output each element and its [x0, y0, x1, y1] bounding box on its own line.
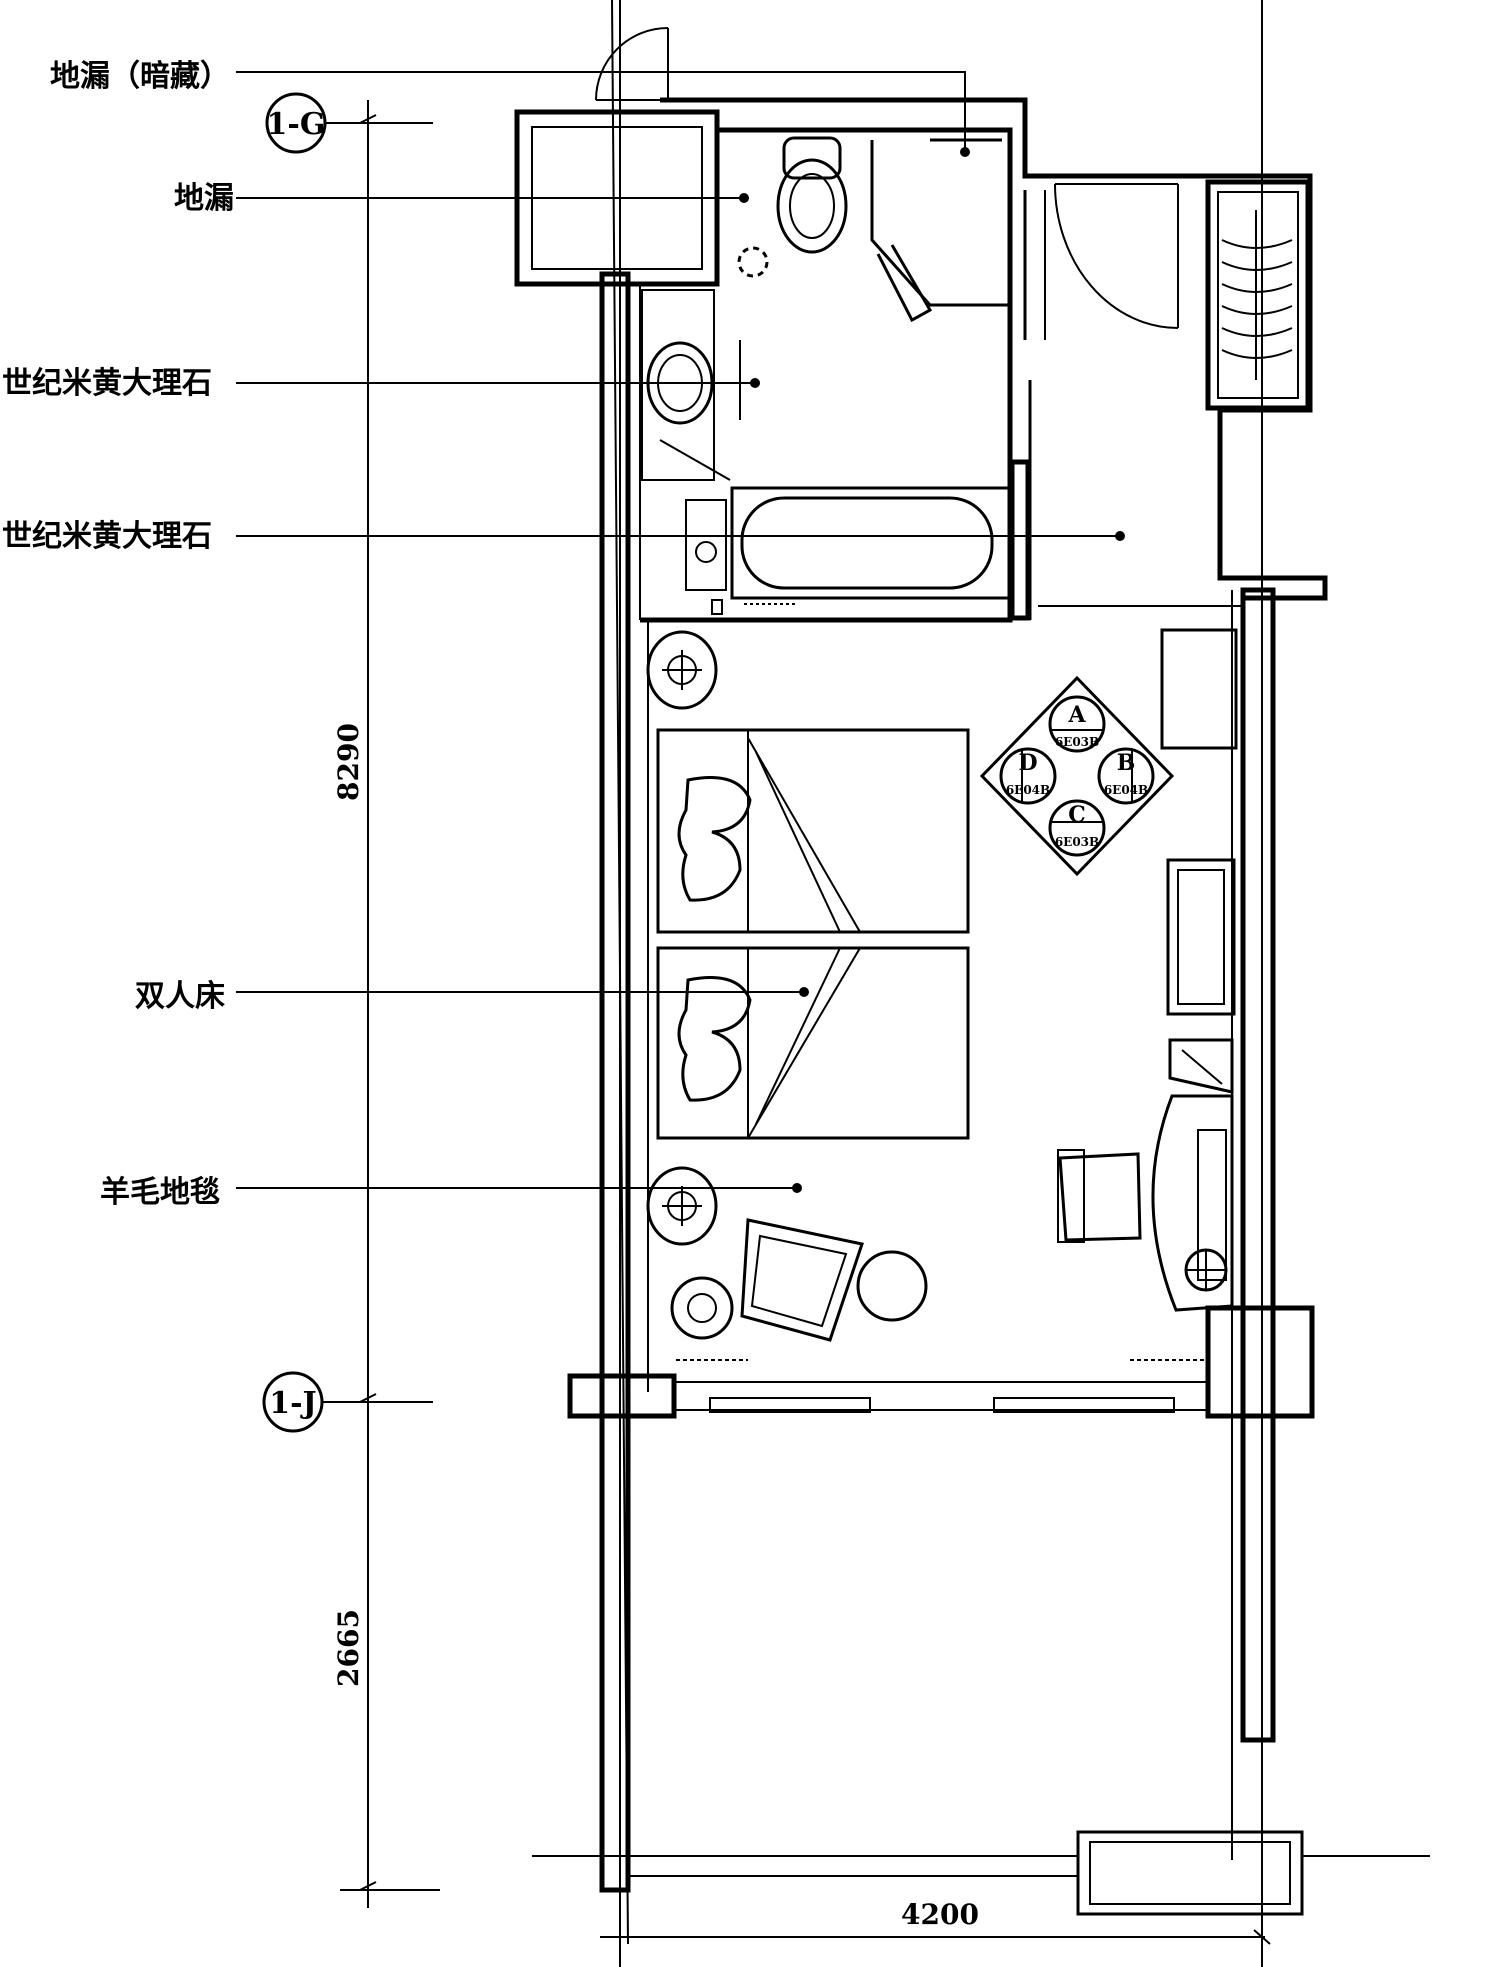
- label-marble-1: 世纪米黄大理石: [2, 366, 212, 401]
- structural-columns: [567, 1305, 1315, 1419]
- writing-desk: [1151, 1094, 1234, 1312]
- elevation-letter-b: B: [1117, 750, 1136, 776]
- toilet: [776, 136, 848, 254]
- balcony: [532, 1830, 1430, 1916]
- elevation-code-b: 6E04B: [1104, 783, 1148, 797]
- label-double-bed: 双人床: [135, 979, 225, 1014]
- elevation-letter-d: D: [1018, 750, 1037, 776]
- double-bed-lower: [656, 946, 970, 1140]
- elevation-code-a: 6E03B: [1055, 735, 1099, 749]
- tv-cabinet: [1166, 858, 1236, 1016]
- axis-marker-1-g: 1-G: [265, 92, 433, 154]
- nightstand-lamp-bottom: [646, 1166, 718, 1246]
- side-table: [856, 1250, 928, 1322]
- armchair-lounge: [740, 1218, 864, 1342]
- dimension-room-width: 4200: [901, 1898, 979, 1931]
- elevation-index-tag: A 6E03B B 6E04B C 6E03B D 6E04B: [979, 675, 1175, 877]
- axis-label-top: 1-G: [267, 107, 326, 142]
- dimension-lower-length: 2665: [332, 1609, 365, 1687]
- elevation-code-d: 6E04B: [1006, 783, 1050, 797]
- desk-chair: [1057, 1149, 1142, 1243]
- label-wool-carpet: 羊毛地毯: [100, 1175, 220, 1210]
- minibar: [1168, 1038, 1234, 1094]
- dimension-lines: [340, 0, 1271, 1945]
- label-marble-2: 世纪米黄大理石: [2, 519, 212, 554]
- walls: [514, 97, 1328, 1893]
- axis-marker-1-j: 1-J: [262, 1371, 433, 1433]
- luggage-rack: [1160, 628, 1238, 750]
- dimension-upper-length: 8290: [332, 723, 365, 801]
- elevation-code-c: 6E03B: [1055, 835, 1099, 849]
- grid-lines: [619, 0, 1263, 1967]
- bathtub: [685, 486, 1012, 615]
- balcony-doors: [674, 1359, 1208, 1413]
- annotation-labels: 地漏（暗藏） 地漏 世纪米黄大理石 世纪米黄大理石 双人床 羊毛地毯: [2, 59, 234, 1210]
- wardrobe-hangers: [1221, 210, 1293, 380]
- shower-enclosure: [870, 138, 1010, 323]
- elevation-letter-c: C: [1068, 802, 1086, 828]
- leader-lines: [236, 71, 1125, 1193]
- desk-lamp: [1184, 1248, 1228, 1292]
- entrance-door: [595, 27, 669, 101]
- washbasin-counter: [641, 289, 741, 481]
- axis-label-bottom: 1-J: [269, 1386, 317, 1421]
- elevation-letter-a: A: [1067, 702, 1086, 728]
- label-floor-drain-hidden: 地漏（暗藏）: [50, 59, 230, 94]
- bathroom-door: [1054, 183, 1179, 329]
- label-floor-drain: 地漏: [174, 181, 234, 216]
- double-bed-upper: [656, 728, 970, 934]
- floor-lamp: [670, 1276, 734, 1340]
- floor-drain-symbol: [737, 246, 769, 278]
- nightstand-lamp-top: [646, 630, 718, 710]
